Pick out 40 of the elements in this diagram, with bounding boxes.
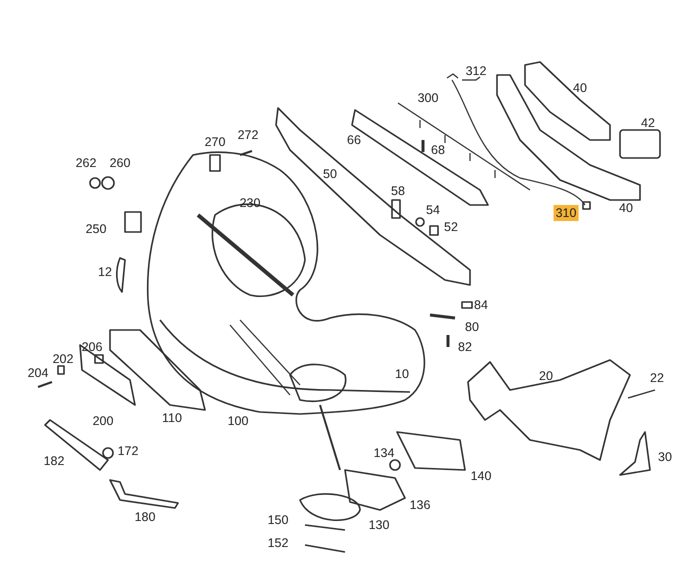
callout-number: 172 bbox=[118, 444, 138, 458]
callout-number: 110 bbox=[162, 411, 182, 425]
callout-number: 50 bbox=[323, 167, 337, 181]
callout-number: 300 bbox=[418, 91, 438, 105]
callout-number: 52 bbox=[444, 220, 458, 234]
callout-number: 84 bbox=[474, 298, 488, 312]
callout-number: 200 bbox=[92, 414, 114, 428]
callout-number: 140 bbox=[470, 469, 492, 483]
callout-number: 12 bbox=[98, 265, 112, 279]
callout-number: 134 bbox=[374, 446, 394, 460]
callout-number: 82 bbox=[458, 340, 472, 354]
callout-number: 272 bbox=[238, 128, 258, 142]
callout-number: 130 bbox=[368, 518, 390, 532]
callout-number: 40 bbox=[573, 81, 587, 95]
callout-number: 150 bbox=[268, 513, 288, 527]
callout-number: 270 bbox=[204, 135, 226, 149]
callout-number: 100 bbox=[228, 414, 248, 428]
callout-number: 152 bbox=[268, 536, 288, 550]
callout-number: 136 bbox=[410, 498, 430, 512]
callout-number: 180 bbox=[134, 510, 156, 524]
callout-number: 10 bbox=[395, 367, 409, 381]
highlighted-callout-number: 310 bbox=[554, 205, 578, 221]
callout-number: 202 bbox=[52, 352, 74, 366]
callout-number: 312 bbox=[466, 64, 486, 78]
callout-number: 262 bbox=[76, 156, 96, 170]
callout-number: 58 bbox=[391, 184, 405, 198]
callout-number: 206 bbox=[82, 340, 102, 354]
callout-number: 80 bbox=[465, 320, 479, 334]
callout-number: 204 bbox=[28, 366, 48, 380]
callout-number: 66 bbox=[347, 133, 361, 147]
callout-number: 30 bbox=[658, 450, 672, 464]
callout-number: 42 bbox=[641, 116, 655, 130]
callout-number: 260 bbox=[110, 156, 130, 170]
callout-number: 68 bbox=[431, 143, 445, 157]
callout-number: 22 bbox=[650, 371, 664, 385]
callout-number: 250 bbox=[86, 222, 106, 236]
callout-number: 182 bbox=[44, 454, 64, 468]
callout-number: 54 bbox=[426, 203, 440, 217]
callout-number: 40 bbox=[619, 201, 633, 215]
callout-number: 20 bbox=[539, 369, 553, 383]
